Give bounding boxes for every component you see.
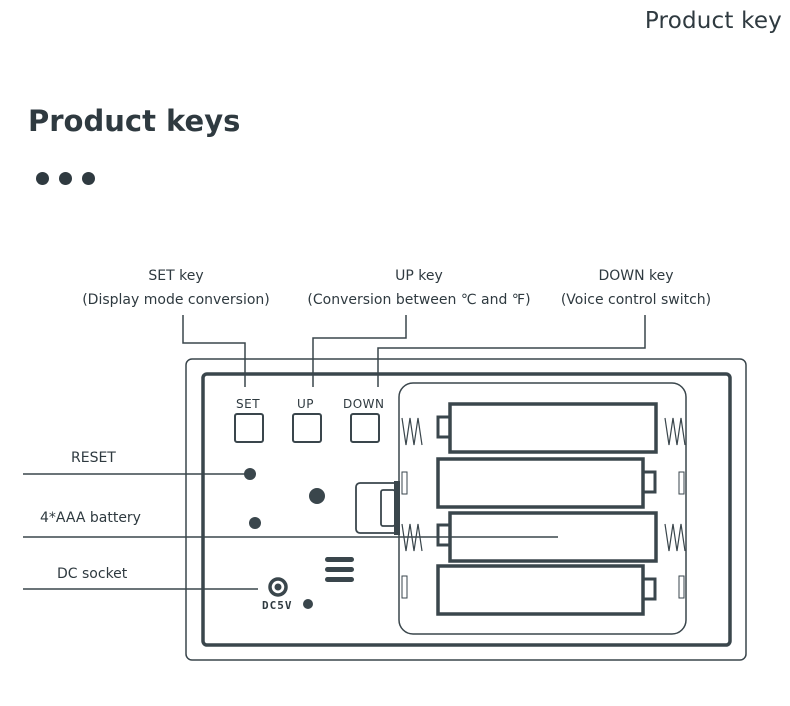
spring-icon	[401, 523, 423, 552]
sensor-dot-icon	[309, 488, 325, 504]
callout-set-title: SET key	[148, 268, 204, 284]
battery-3-terminal	[436, 523, 452, 547]
speaker-grille-icon	[325, 557, 354, 562]
spring-icon	[664, 417, 686, 446]
latch-grip	[380, 489, 396, 527]
dc-socket-center	[274, 583, 282, 591]
device-key-label-set: SET	[236, 397, 261, 411]
spring-icon	[401, 417, 423, 446]
latch-bar	[394, 481, 400, 535]
callout-down-key: DOWN key (Voice control switch)	[555, 264, 717, 312]
device-key-label-up: UP	[297, 397, 315, 411]
label-reset: RESET	[71, 450, 116, 466]
battery-4	[436, 564, 645, 616]
callout-up-key: UP key (Conversion between ℃ and ℉)	[300, 264, 538, 312]
device-key-label-down: DOWN	[343, 397, 385, 411]
callout-down-title: DOWN key	[598, 268, 674, 284]
device-outer-casing	[185, 358, 747, 661]
leader-set	[182, 315, 246, 387]
dot-icon	[59, 172, 72, 185]
dc-socket-icon	[268, 577, 288, 597]
speaker-grille-icon	[325, 567, 354, 572]
callout-set-desc: (Display mode conversion)	[82, 292, 270, 308]
contact-tab	[401, 575, 408, 599]
battery-1-terminal	[436, 415, 452, 439]
page-title: Product keys	[28, 104, 241, 138]
dc5v-label: DC5V	[262, 599, 293, 612]
spring-icon	[664, 523, 686, 552]
indicator-dot-icon	[249, 517, 261, 529]
callout-up-title: UP key	[395, 268, 443, 284]
label-dc-socket: DC socket	[57, 566, 128, 582]
device-inner-panel	[201, 372, 732, 647]
battery-2	[436, 457, 645, 509]
reset-hole-icon	[244, 468, 256, 480]
leader-down	[377, 315, 646, 387]
down-key-button	[350, 413, 380, 443]
header-tag: Product key	[644, 8, 782, 34]
battery-1	[448, 402, 658, 454]
up-key-button	[292, 413, 322, 443]
dot-icon	[36, 172, 49, 185]
contact-tab	[678, 575, 685, 599]
leader-up	[312, 315, 407, 387]
callout-set-key: SET key (Display mode conversion)	[78, 264, 274, 312]
contact-tab	[401, 471, 408, 495]
speaker-grille-icon	[325, 577, 354, 582]
set-key-button	[234, 413, 264, 443]
decorative-dots	[36, 172, 95, 185]
led-dot-icon	[303, 599, 313, 609]
callout-up-desc: (Conversion between ℃ and ℉)	[307, 292, 531, 308]
contact-tab	[678, 471, 685, 495]
dot-icon	[82, 172, 95, 185]
battery-2-terminal	[641, 470, 657, 494]
callout-down-desc: (Voice control switch)	[560, 292, 712, 308]
label-battery: 4*AAA battery	[40, 510, 141, 526]
battery-4-terminal	[641, 577, 657, 601]
